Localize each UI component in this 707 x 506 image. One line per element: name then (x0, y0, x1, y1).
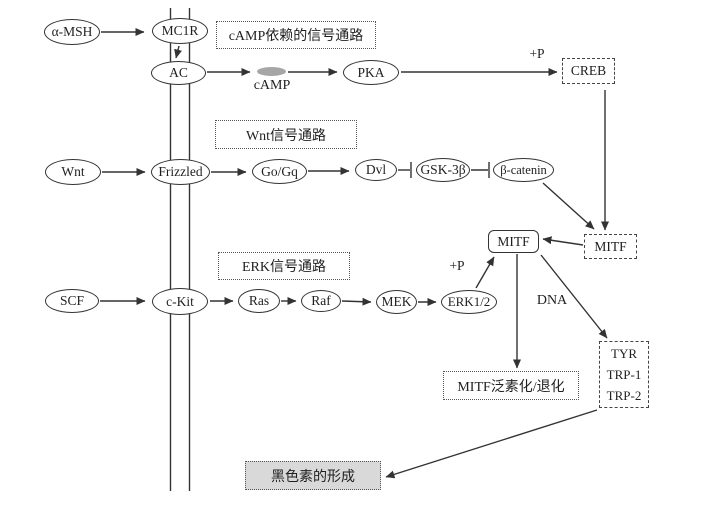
arrow-bcatenin-to-mitf-dashed (542, 182, 595, 230)
node-beta-catenin: β-catenin (493, 158, 554, 182)
arrow-raf-to-mek (341, 297, 372, 306)
gene-tyr: TYR (611, 346, 637, 361)
camp-molecule-blob (257, 67, 286, 76)
node-dvl: Dvl (355, 159, 397, 181)
node-mek: MEK (376, 290, 417, 314)
node-mitf-dashed: MITF (584, 234, 637, 259)
dna-label: DNA (536, 293, 568, 308)
node-go-gq: Go/Gq (252, 159, 307, 184)
camp-label: cAMP (253, 78, 291, 93)
node-scf: SCF (45, 289, 99, 313)
phospho-label-creb: +P (529, 46, 545, 61)
arrow-mitf-to-genes (540, 254, 608, 339)
node-ras: Ras (238, 289, 280, 313)
node-mitf-solid: MITF (488, 230, 539, 253)
node-ac: AC (151, 61, 206, 85)
gene-trp2: TRP-2 (606, 388, 642, 403)
arrow-mitf-dashed-to-solid (542, 236, 584, 246)
node-gsk3b: GSK-3β (416, 158, 470, 182)
node-frizzled: Frizzled (151, 159, 210, 185)
mitf-degradation-box: MITF泛素化/退化 (443, 371, 579, 400)
node-alpha-msh: α-MSH (44, 19, 100, 45)
node-erk12: ERK1/2 (441, 290, 497, 314)
node-wnt: Wnt (45, 159, 101, 185)
arrow-erk-to-mitf-solid (475, 256, 495, 289)
node-pka: PKA (343, 60, 399, 85)
pathway-label-wnt: Wnt信号通路 (215, 120, 357, 149)
pathway-label-erk: ERK信号通路 (218, 252, 350, 280)
gene-target-box: TYR TRP-1 TRP-2 (599, 341, 649, 408)
pathway-label-camp: cAMP依赖的信号通路 (216, 21, 376, 49)
node-raf: Raf (301, 290, 341, 312)
node-c-kit: c-Kit (152, 288, 208, 315)
melanin-formation-box: 黑色素的形成 (245, 461, 381, 490)
gene-trp1: TRP-1 (606, 367, 642, 382)
node-mc1r: MC1R (152, 18, 208, 44)
phospho-label-mitf: +P (449, 258, 465, 273)
arrow-mc1r-to-ac (174, 45, 182, 59)
cell-membrane (169, 8, 191, 491)
arrow-genes-to-melanin (385, 409, 598, 479)
node-creb: CREB (562, 58, 615, 84)
